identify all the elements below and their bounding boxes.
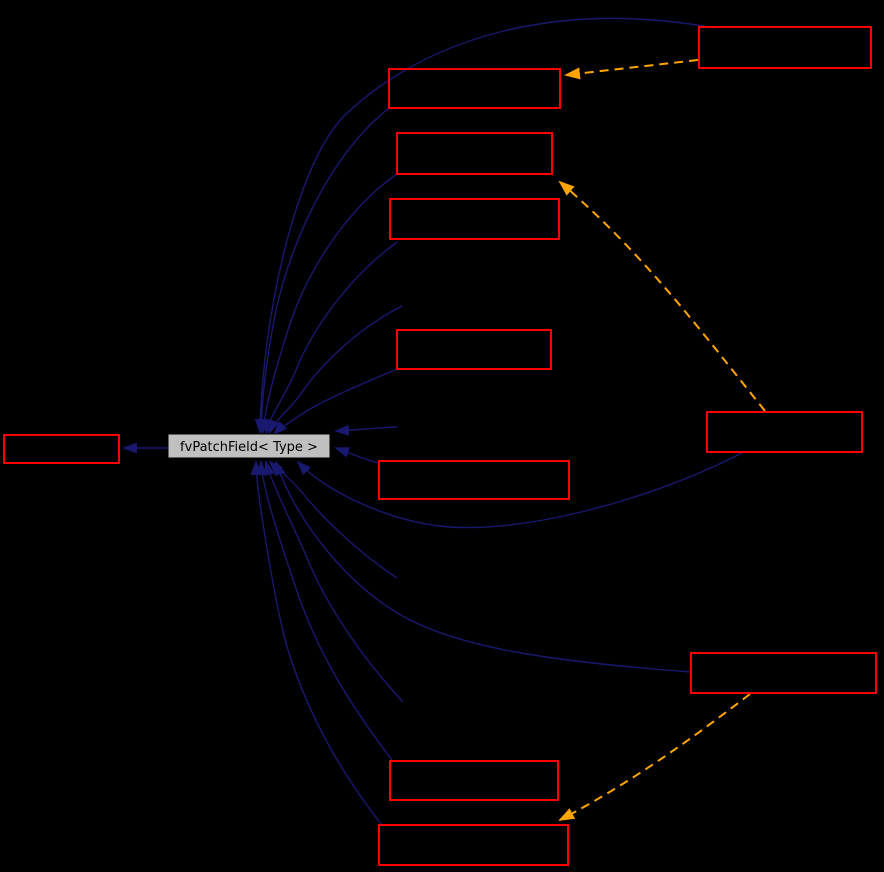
inheritance-edge-11-hidden-node — [268, 460, 398, 579]
derived-class-node-2[interactable] — [388, 68, 561, 109]
inheritance-edge-bottom-right — [274, 460, 692, 673]
central-class-node-box[interactable] — [167, 433, 331, 459]
central-class-node[interactable]: fvPatchField< Type > — [167, 433, 331, 459]
inheritance-edge-2 — [255, 107, 390, 434]
derived-class-node-right[interactable] — [706, 411, 863, 453]
derived-class-node-3[interactable] — [396, 132, 553, 175]
inheritance-edge-6 — [272, 368, 398, 436]
derived-class-node-5[interactable] — [396, 329, 552, 370]
template-instance-edge-top — [564, 59, 699, 80]
inheritance-edge-7-hidden-node — [334, 424, 398, 436]
inheritance-edge-13 — [255, 460, 393, 761]
template-instance-edge-bottom — [558, 693, 751, 821]
derived-class-node-9[interactable] — [389, 760, 559, 801]
derived-class-node-top-right[interactable] — [698, 26, 872, 69]
derived-class-node-6[interactable] — [378, 460, 570, 500]
inheritance-edge-top-right-arc — [254, 17, 716, 434]
derived-class-node-4[interactable] — [389, 198, 560, 240]
inheritance-edge-right-sweep — [296, 451, 745, 529]
inheritance-edge-12-hidden-node — [263, 460, 404, 703]
base-class-node[interactable] — [3, 434, 120, 464]
inheritance-edge-5-hidden-node — [268, 305, 403, 435]
template-instance-edge-middle — [558, 180, 766, 412]
inheritance-edge-4 — [263, 241, 398, 435]
derived-class-node-bottom[interactable] — [378, 824, 569, 866]
inheritance-edge-14 — [250, 460, 382, 825]
inheritance-edge-8 — [334, 447, 380, 464]
central-class-node-label: fvPatchField< Type > — [180, 440, 318, 455]
derived-class-node-bottom-right[interactable] — [690, 652, 877, 694]
inheritance-edge-3 — [258, 173, 398, 434]
